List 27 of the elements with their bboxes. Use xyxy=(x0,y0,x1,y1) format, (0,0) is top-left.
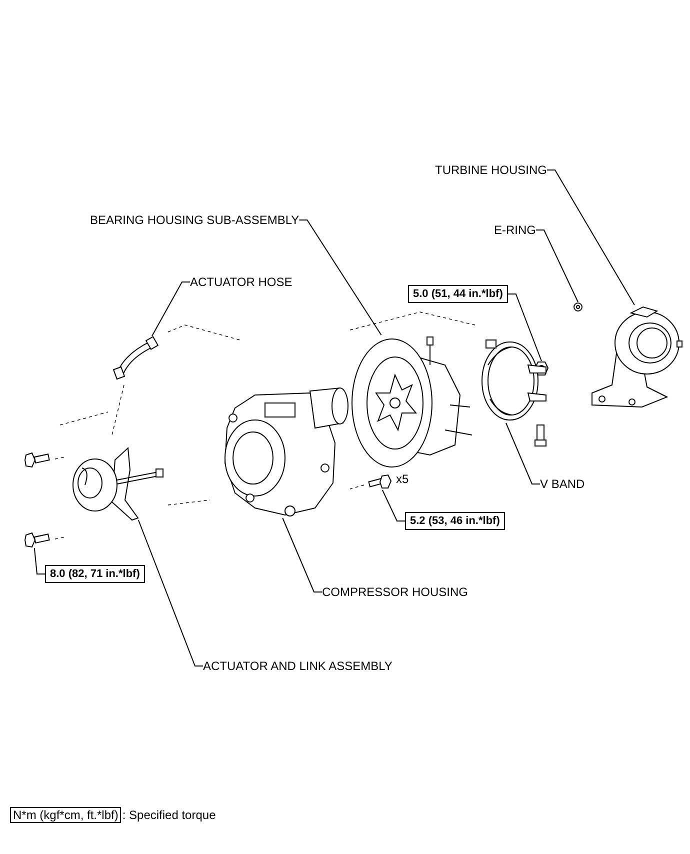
leader-line xyxy=(34,548,46,574)
part-label: ACTUATOR AND LINK ASSEMBLY xyxy=(203,659,392,673)
leader-line xyxy=(138,520,204,666)
e-ring-drawing xyxy=(573,302,583,312)
bearing-housing-drawing xyxy=(350,335,475,470)
bolt-drawing xyxy=(24,532,50,548)
leader-line xyxy=(298,220,382,336)
leader-line xyxy=(536,230,578,302)
part-label: BEARING HOUSING SUB-ASSEMBLY xyxy=(90,213,300,227)
torque-value-box: 5.2 (53, 46 in.*lbf) xyxy=(405,512,505,530)
leader-line xyxy=(382,490,406,522)
part-label: COMPRESSOR HOUSING xyxy=(322,585,468,599)
part-label: E-RING xyxy=(494,223,536,237)
leader-line xyxy=(152,282,190,336)
unit-key-box: N*m (kgf*cm, ft.*lbf) xyxy=(10,807,122,823)
torque-value-box: 8.0 (82, 71 in.*lbf) xyxy=(45,565,145,583)
legend-text: : Specified torque xyxy=(122,808,216,822)
leader-line xyxy=(506,422,540,484)
part-label: TURBINE HOUSING xyxy=(435,163,548,177)
quantity-label: x5 xyxy=(396,472,409,486)
leader-line xyxy=(282,518,322,592)
leader-line xyxy=(546,170,635,306)
leader-line xyxy=(507,294,542,362)
part-label: ACTUATOR HOSE xyxy=(190,275,292,289)
part-label: V BAND xyxy=(540,477,585,491)
bolt-drawing xyxy=(368,474,392,490)
torque-value-box: 5.0 (51, 44 in.*lbf) xyxy=(408,285,508,303)
